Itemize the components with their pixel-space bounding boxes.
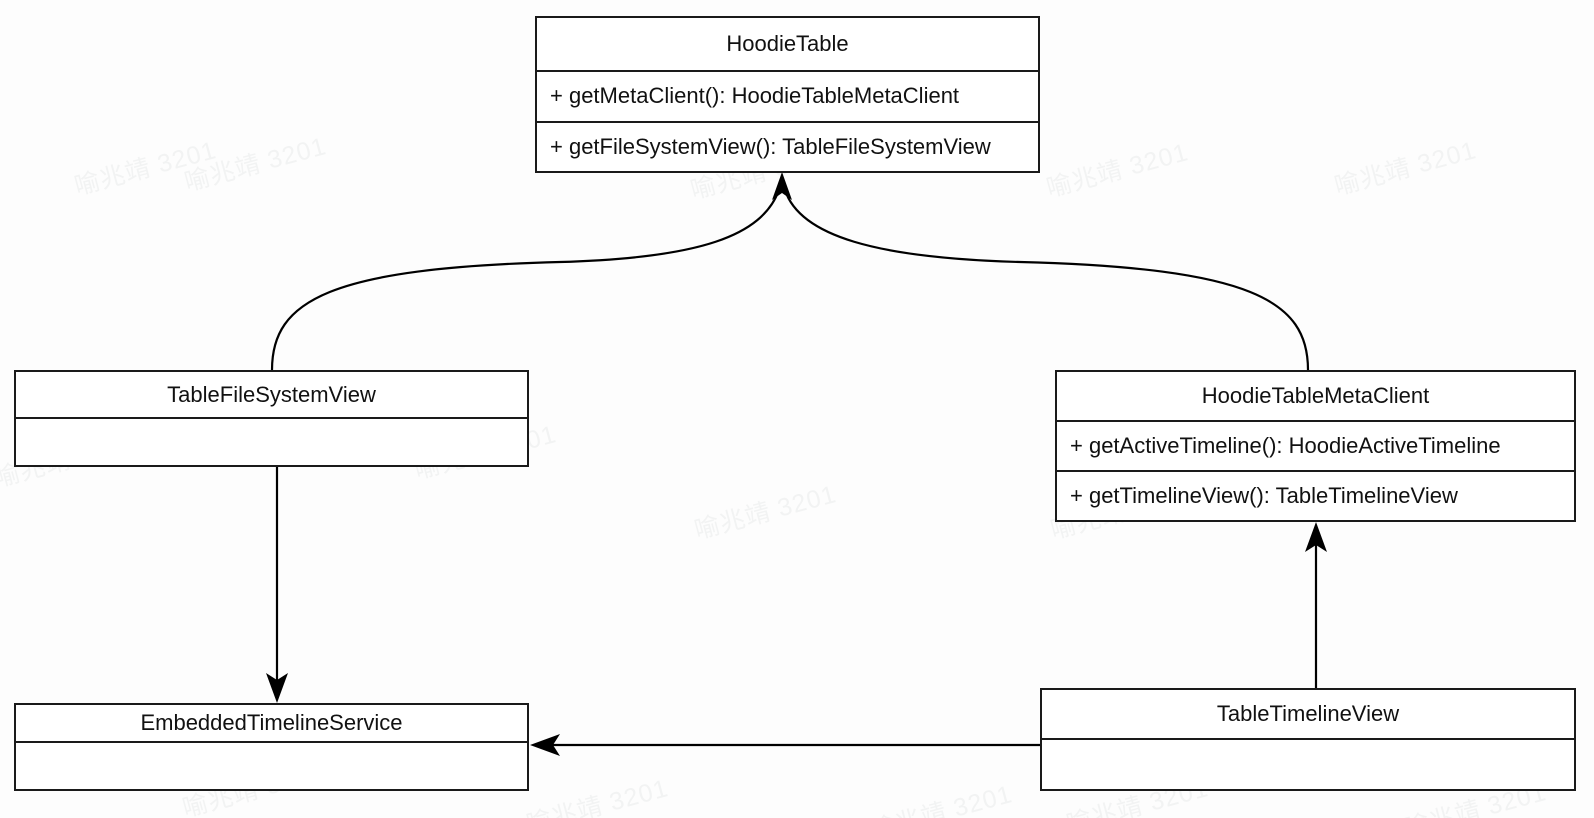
class-member: + getTimelineView(): TableTimelineView bbox=[1057, 470, 1574, 520]
class-box-hoodie-table-meta-client[interactable]: HoodieTableMetaClient + getActiveTimelin… bbox=[1055, 370, 1576, 522]
watermark-text: 喻兆靖 3201 bbox=[691, 480, 840, 545]
class-name-hoodie-table: HoodieTable bbox=[537, 18, 1038, 70]
class-members-hoodie-table-meta-client: + getActiveTimeline(): HoodieActiveTimel… bbox=[1057, 420, 1574, 520]
watermark-text: 喻兆靖 3201 bbox=[181, 132, 330, 197]
edge-tabletimelineview-to-embeddedtimelineservice bbox=[530, 734, 1040, 756]
watermark-text: 喻兆靖 3201 bbox=[1043, 138, 1192, 203]
edge-tabletimelineview-to-hoodietablemetaclient bbox=[1305, 522, 1327, 688]
edge-hoodietablemetaclient-to-hoodietable bbox=[783, 189, 1310, 371]
class-name-table-timeline-view: TableTimelineView bbox=[1042, 690, 1574, 738]
watermark-text: 喻兆靖 3201 bbox=[1331, 136, 1480, 201]
class-box-table-timeline-view[interactable]: TableTimelineView bbox=[1040, 688, 1576, 791]
class-member: + getFileSystemView(): TableFileSystemVi… bbox=[537, 120, 1038, 172]
class-box-table-file-system-view[interactable]: TableFileSystemView bbox=[14, 370, 529, 467]
class-box-hoodie-table[interactable]: HoodieTable + getMetaClient(): HoodieTab… bbox=[535, 16, 1040, 173]
edge-tablefilesystemview-to-hoodietable bbox=[270, 189, 781, 371]
class-member: + getMetaClient(): HoodieTableMetaClient bbox=[550, 83, 960, 109]
watermark-text: 喻兆靖 3201 bbox=[71, 136, 220, 201]
class-members-table-timeline-view bbox=[1042, 738, 1574, 789]
class-members-hoodie-table: + getMetaClient(): HoodieTableMetaClient… bbox=[537, 70, 1038, 171]
watermark-text: 喻兆靖 3201 bbox=[867, 780, 1016, 818]
class-name-embedded-timeline-service: EmbeddedTimelineService bbox=[16, 705, 527, 741]
watermark-text: 喻兆靖 3201 bbox=[523, 774, 672, 818]
class-members-table-file-system-view bbox=[16, 417, 527, 465]
edge-tablefilesystemview-to-embeddedtimelineservice bbox=[266, 467, 288, 703]
class-member: + getActiveTimeline(): HoodieActiveTimel… bbox=[1070, 433, 1501, 458]
class-name-hoodie-table-meta-client: HoodieTableMetaClient bbox=[1057, 372, 1574, 420]
inheritance-arrowhead-hoodietable bbox=[772, 172, 792, 200]
class-box-embedded-timeline-service[interactable]: EmbeddedTimelineService bbox=[14, 703, 529, 791]
class-name-table-file-system-view: TableFileSystemView bbox=[16, 372, 527, 417]
class-members-embedded-timeline-service bbox=[16, 741, 527, 789]
